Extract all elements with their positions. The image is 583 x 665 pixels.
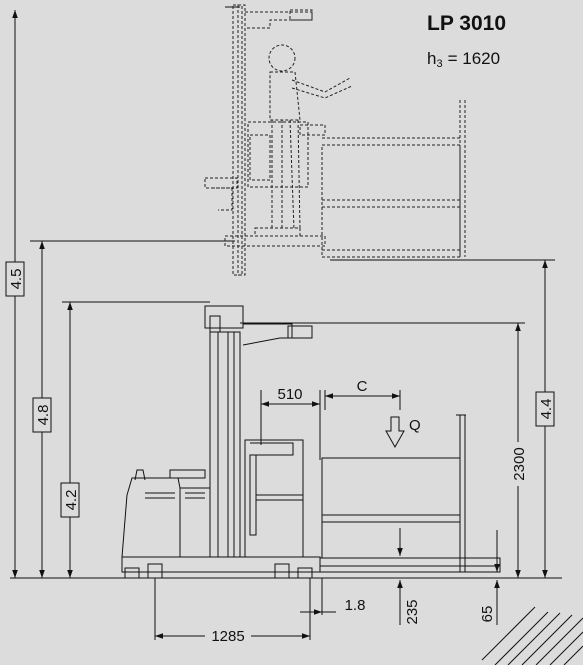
label-4-4: 4.4: [538, 399, 555, 420]
label-Q: Q: [409, 417, 421, 434]
model-title: LP 3010: [427, 12, 506, 35]
label-4-5: 4.5: [8, 269, 25, 290]
raised-platform-outline: [204, 4, 466, 276]
h3-symbol: h: [427, 49, 436, 68]
label-510: 510: [277, 386, 302, 403]
ramp-hatching: [481, 606, 583, 665]
label-box-4-5: [5, 261, 25, 297]
label-box-4-8: [32, 397, 52, 433]
label-1-8: 1.8: [345, 597, 366, 614]
load-arrow-icon: [385, 416, 405, 449]
label-235: 235: [404, 599, 421, 624]
label-2300: 2300: [511, 447, 528, 480]
label-1285: 1285: [211, 628, 244, 645]
h3-subscript: 3: [436, 58, 442, 70]
label-4-2: 4.2: [63, 490, 80, 511]
label-box-4-4: [535, 391, 555, 427]
label-65: 65: [479, 606, 496, 623]
h3-value: = 1620: [448, 49, 500, 68]
label-box-4-2: [60, 482, 80, 518]
label-C: C: [357, 378, 368, 395]
truck-lowered: [121, 305, 501, 579]
label-4-8: 4.8: [35, 405, 52, 426]
dimension-labels: 4.5 4.8 4.2 4.4 2300 510 C Q 1.8 235 65 …: [5, 261, 555, 645]
ground-lines: [10, 6, 562, 579]
h3-label: h3 = 1620: [427, 49, 500, 70]
